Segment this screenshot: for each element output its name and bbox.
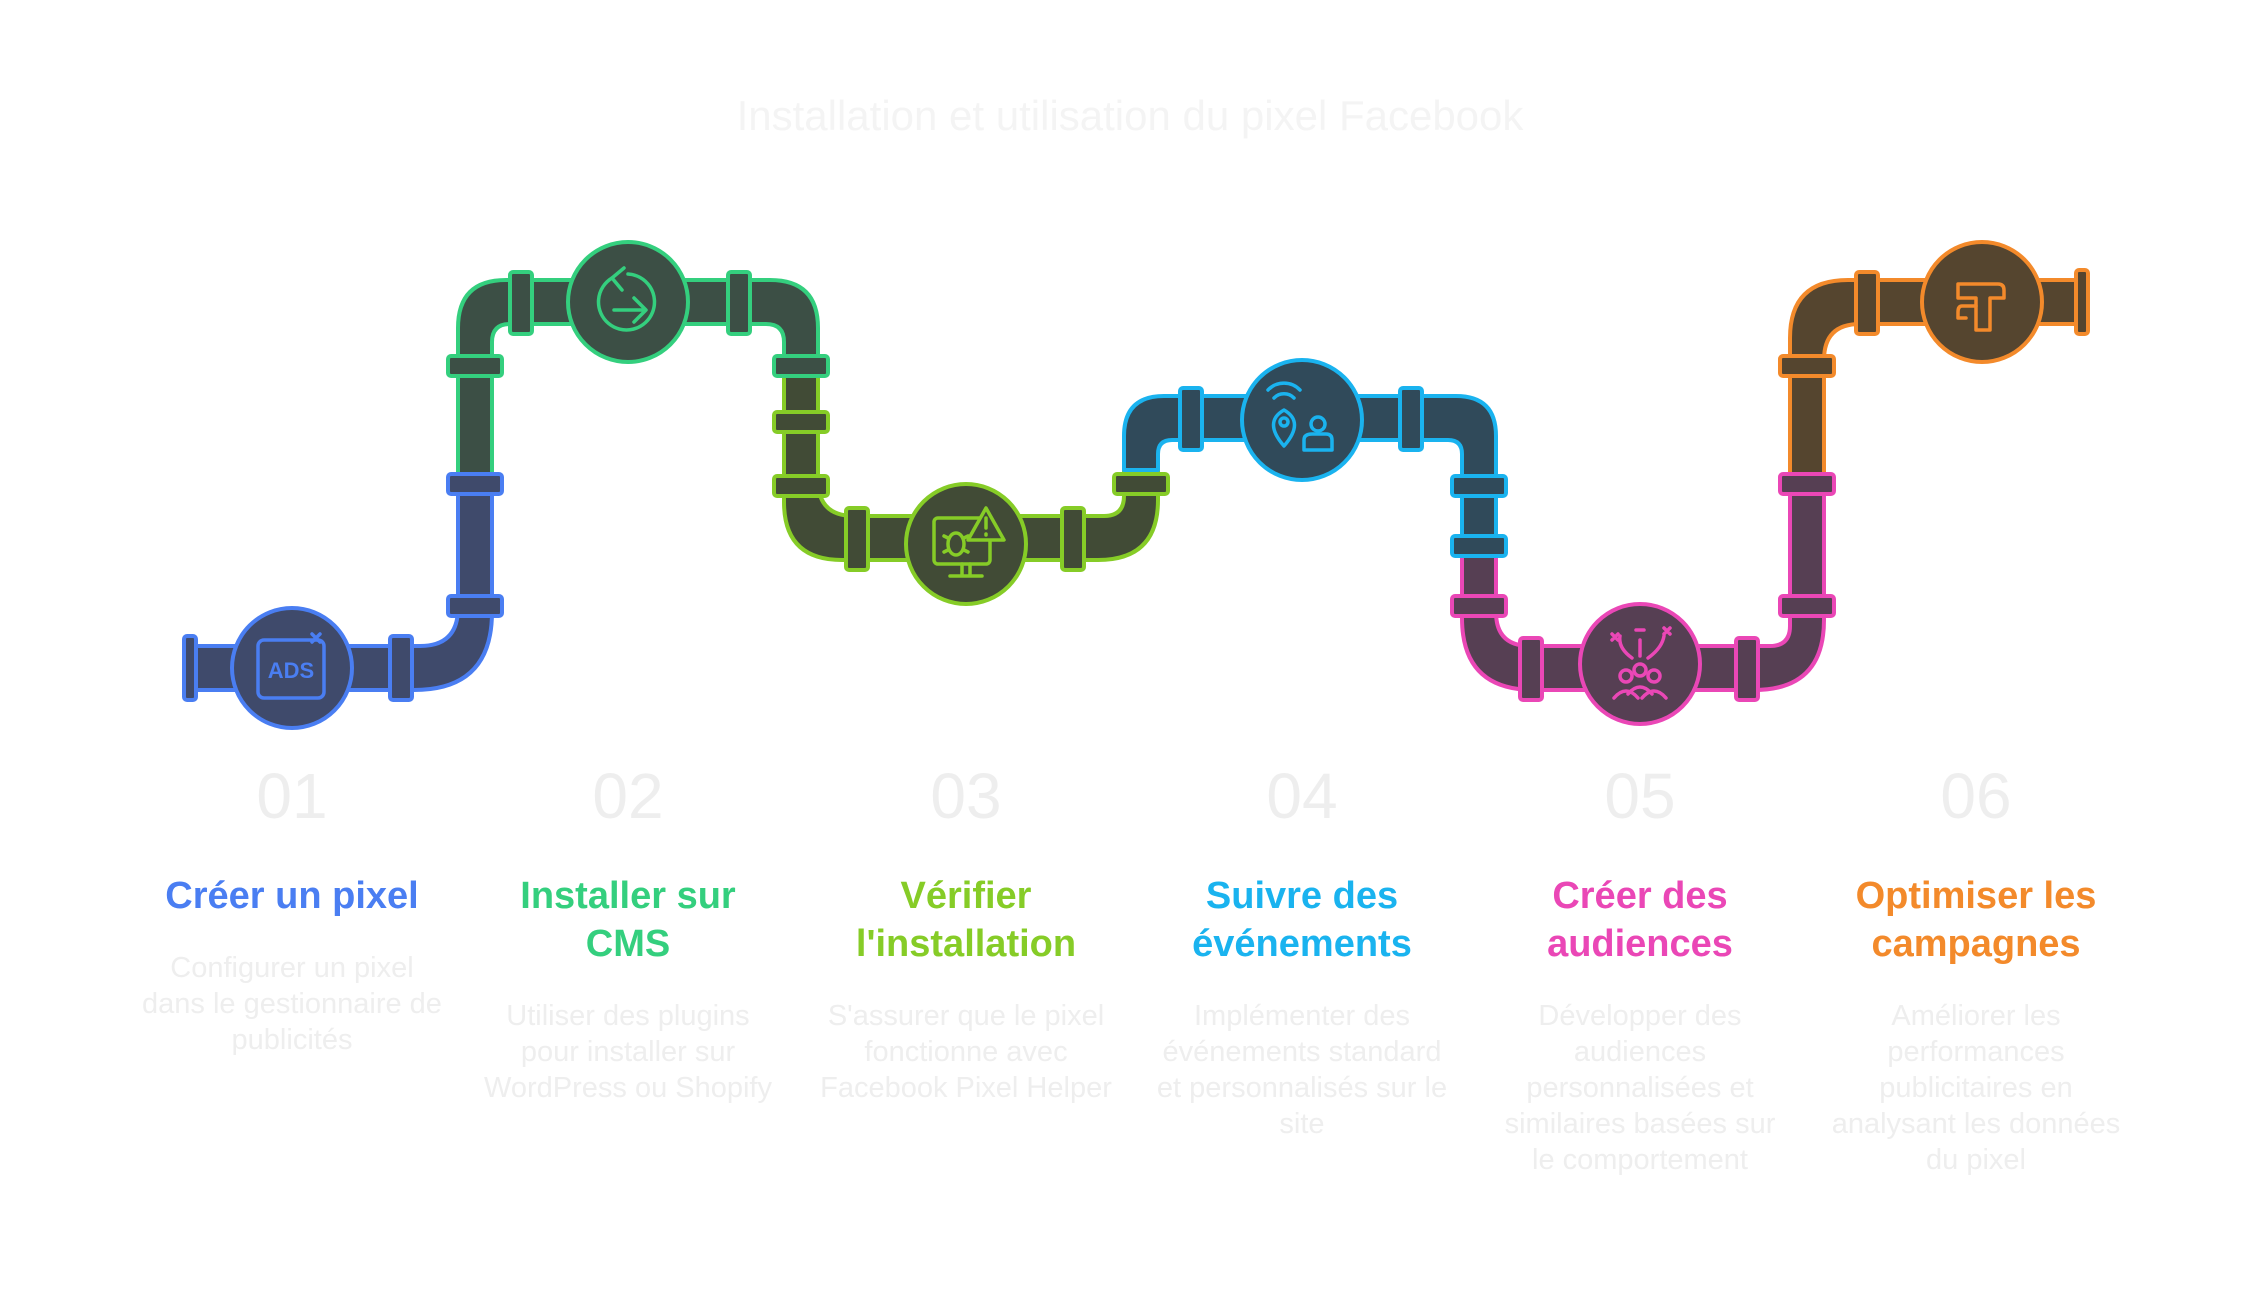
page-title: Installation et utilisation du pixel Fac…: [736, 92, 1524, 139]
pipe-coupling: [1518, 636, 1544, 702]
step-title: Créer des audiences: [1547, 875, 1733, 965]
location-tracking-icon: [1240, 358, 1364, 482]
svg-text:ADS: ADS: [268, 658, 314, 683]
arrow-circle-icon: [566, 240, 690, 364]
pipe-coupling: [1450, 594, 1508, 618]
bug-warning-icon: [904, 482, 1028, 606]
pipe-coupling: [1060, 506, 1086, 572]
step-5: 05 Créer des audiences Développer des au…: [1490, 764, 1790, 1178]
step-title: Optimiser les campagnes: [1855, 875, 2097, 965]
step-number: 05: [1604, 760, 1676, 832]
audience-icon: [1578, 602, 1702, 726]
pipe-coupling: [772, 474, 830, 498]
pipe-coupling: [1450, 474, 1508, 498]
pipe-coupling: [446, 354, 504, 378]
step-1: 01 Créer un pixel Configurer un pixel da…: [142, 764, 442, 1058]
step-4: 04 Suivre des événements Implémenter des…: [1152, 764, 1452, 1142]
step-description: S'assurer que le pixel fonctionne avec F…: [820, 1000, 1112, 1104]
step-description: Améliorer les performances publicitaires…: [1831, 1000, 2121, 1176]
pipe-coupling: [1854, 270, 1880, 336]
step-number: 01: [256, 760, 328, 832]
pipe-coupling: [1112, 472, 1170, 496]
step-description: Configurer un pixel dans le gestionnaire…: [142, 952, 442, 1056]
step-description: Utiliser des plugins pour installer sur …: [484, 1000, 772, 1104]
step-3: 03 Vérifier l'installation S'assurer que…: [816, 764, 1116, 1106]
step-number: 03: [930, 760, 1002, 832]
step-title: Vérifier l'installation: [855, 875, 1077, 965]
pipe-coupling: [2074, 268, 2090, 336]
ads-icon: ADS: [230, 606, 354, 730]
step-number: 04: [1266, 760, 1338, 832]
pipe-coupling: [1450, 534, 1508, 558]
pipe-coupling: [1734, 636, 1760, 702]
optimize-arrows-icon: [1920, 240, 2044, 364]
pipe-coupling: [772, 354, 830, 378]
step-6: 06 Optimiser les campagnes Améliorer les…: [1826, 764, 2126, 1178]
pipe-coupling: [508, 270, 534, 336]
pipe-coupling: [726, 270, 752, 336]
pipe-coupling: [1778, 594, 1836, 618]
step-title: Installer sur CMS: [520, 875, 736, 965]
pipe-coupling: [446, 472, 504, 496]
step-number: 06: [1940, 760, 2012, 832]
step-title: Suivre des événements: [1192, 875, 1412, 965]
pipe-coupling: [446, 594, 504, 618]
pipe-coupling: [388, 634, 414, 702]
step-title: Créer un pixel: [165, 875, 419, 917]
pipe-coupling: [182, 634, 198, 702]
pipe-coupling: [1178, 386, 1204, 452]
step-2: 02 Installer sur CMS Utiliser des plugin…: [478, 764, 778, 1106]
pipe-coupling: [1398, 386, 1424, 452]
pipe-coupling: [844, 506, 870, 572]
pipe-coupling: [1778, 472, 1836, 496]
step-number: 02: [592, 760, 664, 832]
pipe-coupling: [772, 410, 830, 434]
pipe-coupling: [1778, 354, 1836, 378]
step-description: Développer des audiences personnalisées …: [1504, 1000, 1776, 1176]
step-description: Implémenter des événements standard et p…: [1156, 1000, 1448, 1140]
